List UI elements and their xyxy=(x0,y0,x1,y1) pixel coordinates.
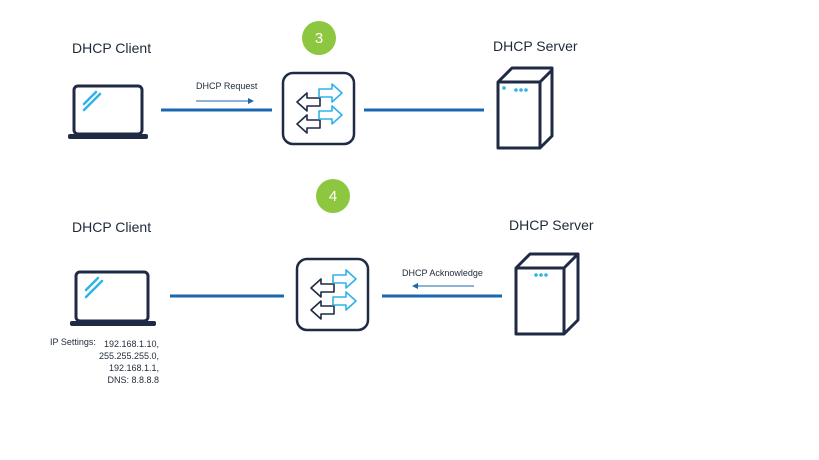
laptop-icon xyxy=(70,270,156,326)
dns-server: DNS: 8.8.8.8 xyxy=(107,375,159,385)
client-label: DHCP Client xyxy=(72,219,152,235)
client-label: DHCP Client xyxy=(72,40,152,56)
server-icon xyxy=(496,66,554,150)
subnet-mask: 255.255.255.0, xyxy=(98,351,159,361)
server-icon xyxy=(514,252,580,336)
step-badge: 4 xyxy=(316,179,350,213)
laptop-icon xyxy=(68,84,148,139)
ip-address: 192.168.1.10, xyxy=(103,339,159,349)
server-label: DHCP Server xyxy=(509,217,594,233)
gateway: 192.168.1.1, xyxy=(108,363,159,373)
server-label: DHCP Server xyxy=(493,38,578,54)
step-number: 4 xyxy=(328,187,338,205)
switch-icon xyxy=(295,257,370,332)
acknowledge-message: DHCP Acknowledge xyxy=(402,268,483,278)
request-message: DHCP Request xyxy=(196,81,258,91)
switch-icon xyxy=(281,71,356,146)
step-number: 3 xyxy=(314,29,324,47)
step-badge: 3 xyxy=(302,21,336,55)
ip-settings-values: 192.168.1.10, 255.255.255.0, 192.168.1.1… xyxy=(97,338,159,386)
ip-settings-label: IP Settings: xyxy=(50,337,96,347)
